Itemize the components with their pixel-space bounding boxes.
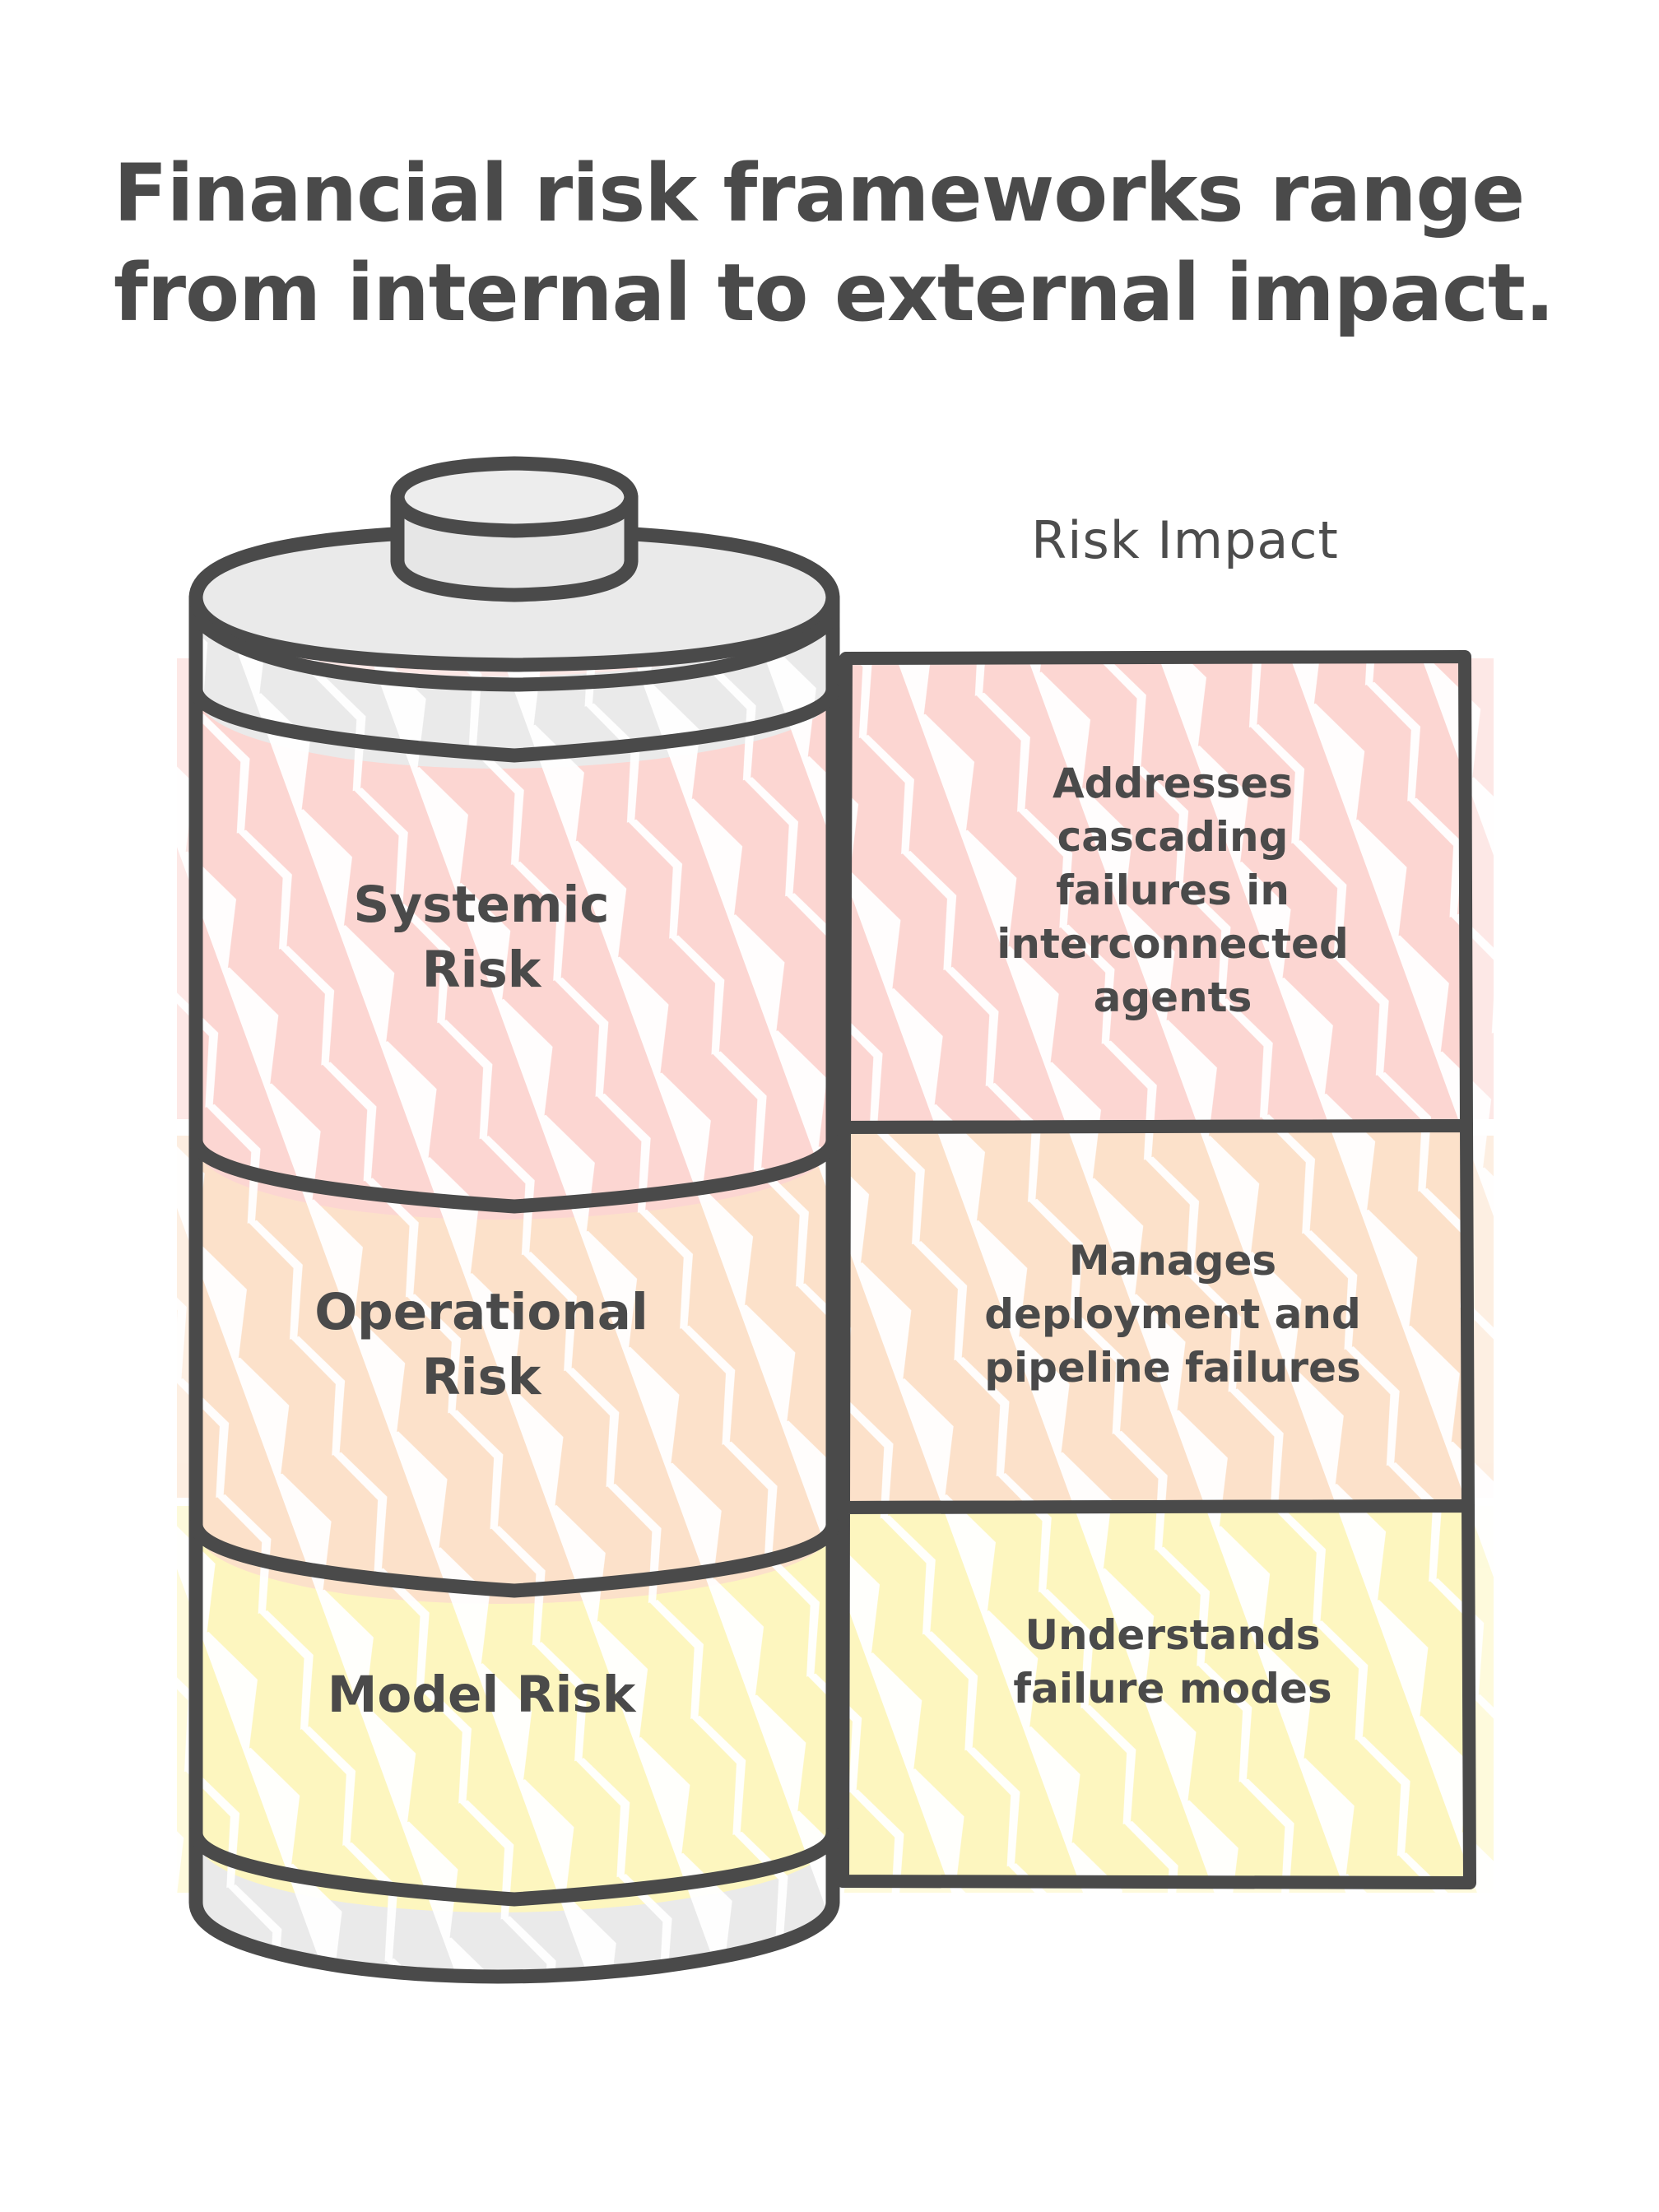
impact-text-model-risk: Understands failure modes	[1013, 1611, 1332, 1712]
cylinder-body	[196, 530, 833, 1977]
cylinder-outline	[188, 523, 840, 1984]
cylinder-label-model-risk: Model Risk	[327, 1666, 636, 1724]
page-title: Financial risk frameworks range from int…	[114, 147, 1554, 339]
cylinder-segment-operational[interactable]	[196, 1142, 833, 1604]
impact-box-model[interactable]	[836, 1499, 1476, 1889]
cylinder-segment-systemic[interactable]	[196, 691, 833, 1220]
impact-text-systemic-risk: Addresses cascading failures in intercon…	[997, 760, 1349, 1021]
column-header-risk-impact: Risk Impact	[1031, 510, 1339, 570]
cylinder-bottom-cap	[196, 1835, 833, 1977]
cylinder-label-operational-risk: Operational Risk	[314, 1283, 648, 1407]
battery-terminal-icon	[390, 456, 639, 602]
cylinder-segment-model[interactable]	[196, 1527, 833, 1912]
cylinder-label-systemic-risk: Systemic Risk	[353, 876, 610, 1000]
impact-text-operational-risk: Manages deployment and pipeline failures	[984, 1237, 1361, 1392]
